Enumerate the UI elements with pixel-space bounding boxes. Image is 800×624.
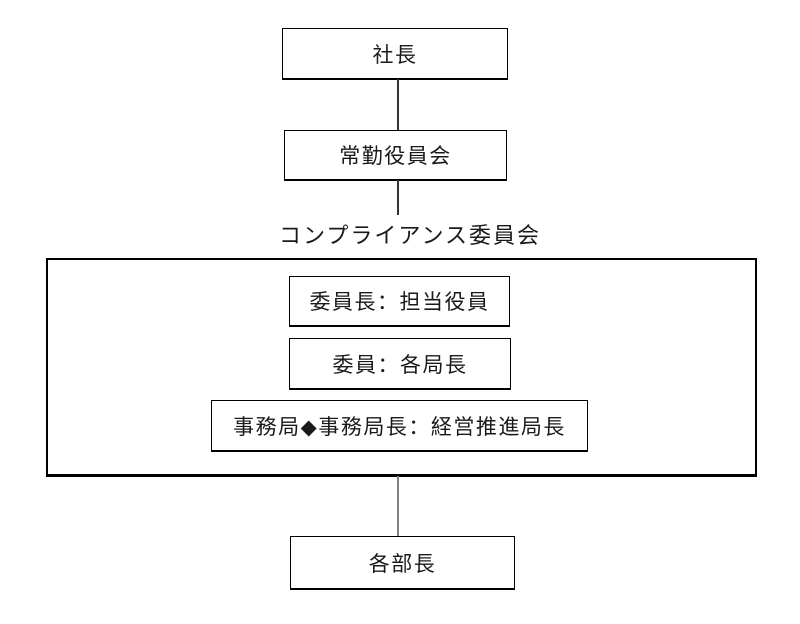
connector-president-to-board (397, 79, 399, 131)
node-president: 社長 (282, 28, 508, 80)
connector-board-to-committee (397, 180, 399, 215)
node-standing-board: 常勤役員会 (284, 130, 507, 181)
node-president-label: 社長 (372, 42, 418, 67)
connector-committee-to-dept-heads (397, 476, 399, 537)
node-standing-board-label: 常勤役員会 (339, 144, 452, 168)
node-chairperson: 委員長：担当役員 (289, 276, 510, 327)
committee-title-label: コンプライアンス委員会 (279, 223, 542, 248)
node-chairperson-label: 委員長：担当役員 (309, 290, 490, 314)
node-members-label: 委員：各局長 (332, 352, 468, 377)
node-secretariat: 事務局◆事務局長：経営推進局長 (211, 400, 588, 452)
node-members: 委員：各局長 (289, 338, 511, 390)
node-department-heads: 各部長 (290, 536, 515, 590)
node-secretariat-label: 事務局◆事務局長：経営推進局長 (233, 414, 566, 439)
node-department-heads-label: 各部長 (368, 551, 437, 576)
